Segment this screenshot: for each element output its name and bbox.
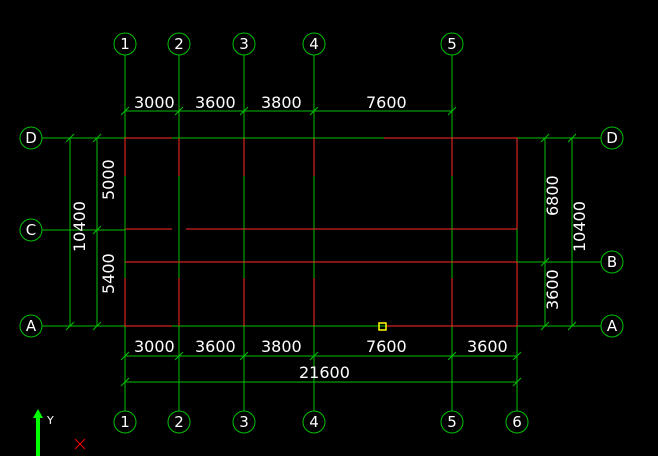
axis-bubble-top-4[interactable]: 4 <box>302 32 326 56</box>
wall-lines <box>124 137 518 327</box>
dim-tick <box>92 133 102 143</box>
axis-bubble-top-2[interactable]: 2 <box>167 32 191 56</box>
selection-grip-marker[interactable] <box>378 322 387 331</box>
dim-tick <box>540 257 550 267</box>
svg-text:5: 5 <box>447 413 457 431</box>
dim-tick <box>447 351 457 361</box>
svg-text:6: 6 <box>512 413 522 431</box>
axis-bubble-right-A[interactable]: A <box>600 314 624 338</box>
svg-text:2: 2 <box>174 35 184 53</box>
dim-tick <box>567 321 577 331</box>
dim-top-4: 7600 <box>366 93 407 112</box>
dim-tick <box>447 106 457 116</box>
dim-left-total: 10400 <box>70 201 89 252</box>
dim-left-2: 5400 <box>99 253 118 294</box>
axis-bubble-top-3[interactable]: 3 <box>232 32 256 56</box>
axis-bubble-top-1[interactable]: 1 <box>113 32 137 56</box>
dim-tick <box>120 351 130 361</box>
dim-tick <box>92 321 102 331</box>
dimension-lines <box>65 106 577 387</box>
dim-tick <box>309 106 319 116</box>
dim-tick <box>540 133 550 143</box>
dim-tick <box>512 351 522 361</box>
svg-text:1: 1 <box>120 413 130 431</box>
axis-bubble-bottom-5[interactable]: 5 <box>440 410 464 434</box>
dim-tick <box>540 321 550 331</box>
svg-text:A: A <box>26 317 37 335</box>
dim-tick <box>174 351 184 361</box>
axis-bubble-right-B[interactable]: B <box>600 250 624 274</box>
svg-text:2: 2 <box>174 413 184 431</box>
ucs-y-arrow-icon <box>33 409 43 456</box>
dim-bottom-1: 3000 <box>134 337 175 356</box>
axis-grid-lines <box>42 55 601 411</box>
axis-bubble-bottom-1[interactable]: 1 <box>113 410 137 434</box>
axis-bubble-right-D[interactable]: D <box>600 126 624 150</box>
dim-tick <box>65 321 75 331</box>
dim-tick <box>92 225 102 235</box>
svg-text:D: D <box>606 129 618 147</box>
dim-top-2: 3600 <box>195 93 236 112</box>
ucs-x-cross-icon <box>74 438 86 450</box>
dim-tick <box>239 106 249 116</box>
dim-total: 21600 <box>299 363 350 382</box>
svg-text:4: 4 <box>309 413 319 431</box>
svg-text:C: C <box>26 221 36 239</box>
dim-bottom-4: 7600 <box>366 337 407 356</box>
axis-bubble-top-5[interactable]: 5 <box>440 32 464 56</box>
dim-bottom-5: 3600 <box>467 337 508 356</box>
axis-bubble-left-C[interactable]: C <box>19 218 43 242</box>
svg-text:4: 4 <box>309 35 319 53</box>
axis-bubble-bottom-2[interactable]: 2 <box>167 410 191 434</box>
dim-tick <box>567 133 577 143</box>
ucs-y-label: Y <box>46 414 54 427</box>
svg-text:3: 3 <box>239 35 249 53</box>
axis-bubble-bottom-6[interactable]: 6 <box>505 410 529 434</box>
dim-tick <box>239 351 249 361</box>
dim-right-2: 3600 <box>543 269 562 310</box>
axis-bubble-bottom-4[interactable]: 4 <box>302 410 326 434</box>
dim-tick <box>512 377 522 387</box>
dim-bottom-3: 3800 <box>261 337 302 356</box>
dim-right-total: 10400 <box>570 201 589 252</box>
dim-right-1: 6800 <box>543 175 562 216</box>
svg-text:5: 5 <box>447 35 457 53</box>
axis-bubble-left-A[interactable]: A <box>19 314 43 338</box>
svg-text:3: 3 <box>239 413 249 431</box>
dim-left-1: 5000 <box>99 159 118 200</box>
dim-bottom-2: 3600 <box>195 337 236 356</box>
dim-top-3: 3800 <box>261 93 302 112</box>
svg-text:A: A <box>607 317 618 335</box>
dim-tick <box>120 106 130 116</box>
dim-tick <box>174 106 184 116</box>
svg-text:1: 1 <box>120 35 130 53</box>
axis-bubble-bottom-3[interactable]: 3 <box>232 410 256 434</box>
dim-tick <box>65 133 75 143</box>
dim-tick <box>309 351 319 361</box>
axis-bubble-left-D[interactable]: D <box>19 126 43 150</box>
dim-tick <box>120 377 130 387</box>
svg-text:D: D <box>25 129 37 147</box>
dim-top-1: 3000 <box>134 93 175 112</box>
svg-text:B: B <box>607 253 617 271</box>
